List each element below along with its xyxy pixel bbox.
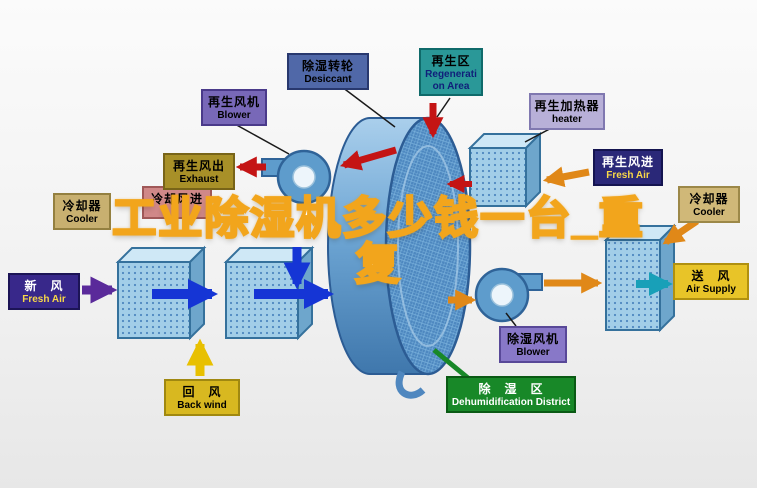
label-dehum-district-zh: 除 湿 区 (478, 382, 544, 396)
label-back-wind-zh: 回 风 (182, 385, 222, 399)
label-regen-heater-en: heater (551, 114, 582, 125)
label-exhaust-zh: 再生风出 (172, 159, 225, 173)
airflow-arrows (82, 103, 699, 376)
rotor-wheel (327, 116, 472, 399)
label-dehum-blower-zh: 除湿风机 (506, 332, 559, 346)
label-desiccant-en: Desiccant (304, 74, 352, 85)
label-dehum-district: 除 湿 区 Dehumidification District (446, 376, 576, 413)
label-regen-area-zh: 再生区 (431, 54, 471, 68)
label-regen-blower-zh: 再生风机 (207, 95, 260, 109)
rotor-seal-curl (395, 370, 426, 399)
air-handler-right (603, 223, 677, 333)
air-handler-left-1 (115, 245, 207, 341)
label-cooler-left-en: Cooler (66, 214, 98, 225)
label-dehum-district-en: Dehumidification District (451, 397, 571, 408)
label-cooler-left-zh: 冷却器 (62, 199, 102, 213)
label-cooler-right: 冷却器 Cooler (678, 186, 740, 223)
label-regen-fresh-air-en: Fresh Air (606, 170, 650, 181)
label-regen-heater: 再生加热器 heater (529, 93, 605, 130)
label-air-supply: 送 风 Air Supply (673, 263, 749, 300)
label-desiccant: 除湿转轮 Desiccant (287, 53, 369, 90)
heater-box (467, 131, 543, 209)
label-exhaust: 再生风出 Exhaust (163, 153, 235, 190)
label-regen-fresh-air: 再生风进 Fresh Air (593, 149, 663, 186)
label-regen-blower-en: Blower (217, 110, 251, 121)
label-back-wind: 回 风 Back wind (164, 379, 240, 416)
arrow-rotor-to-regen-fan (339, 146, 397, 171)
label-regen-fresh-air-zh: 再生风进 (601, 155, 654, 169)
label-dehum-blower-en: Blower (516, 347, 550, 358)
label-fresh-air: 新 风 Fresh Air (8, 273, 80, 310)
label-air-supply-en: Air Supply (685, 284, 736, 295)
label-regen-heater-zh: 再生加热器 (534, 99, 600, 113)
label-dehum-blower: 除湿风机 Blower (499, 326, 567, 363)
label-regen-area: 再生区 Regeneration Area (419, 48, 483, 96)
label-exhaust-en: Exhaust (179, 174, 219, 185)
label-air-supply-zh: 送 风 (691, 269, 731, 283)
dehum-district-connector (432, 348, 470, 380)
label-cooler-right-zh: 冷却器 (689, 192, 729, 206)
label-cooler-left: 冷却器 Cooler (53, 193, 111, 230)
regen-blower-fan (261, 149, 332, 205)
label-cooler-right-en: Cooler (693, 207, 725, 218)
label-back-wind-en: Back wind (177, 400, 227, 411)
label-desiccant-zh: 除湿转轮 (301, 59, 354, 73)
label-regen-blower: 再生风机 Blower (201, 89, 267, 126)
arrow-regen-fresh-air-in (542, 166, 590, 188)
label-cooling-air-in-zh: 冷却风进 (150, 192, 203, 206)
label-regen-area-en: Regeneration Area (425, 69, 477, 92)
label-cooling-air-in: 冷却风进 (142, 186, 212, 219)
arrow-cooler-to-right-box (662, 218, 699, 245)
label-fresh-air-en: Fresh Air (22, 294, 66, 305)
label-fresh-air-zh: 新 风 (24, 279, 64, 293)
dehum-blower-fan (474, 267, 543, 323)
